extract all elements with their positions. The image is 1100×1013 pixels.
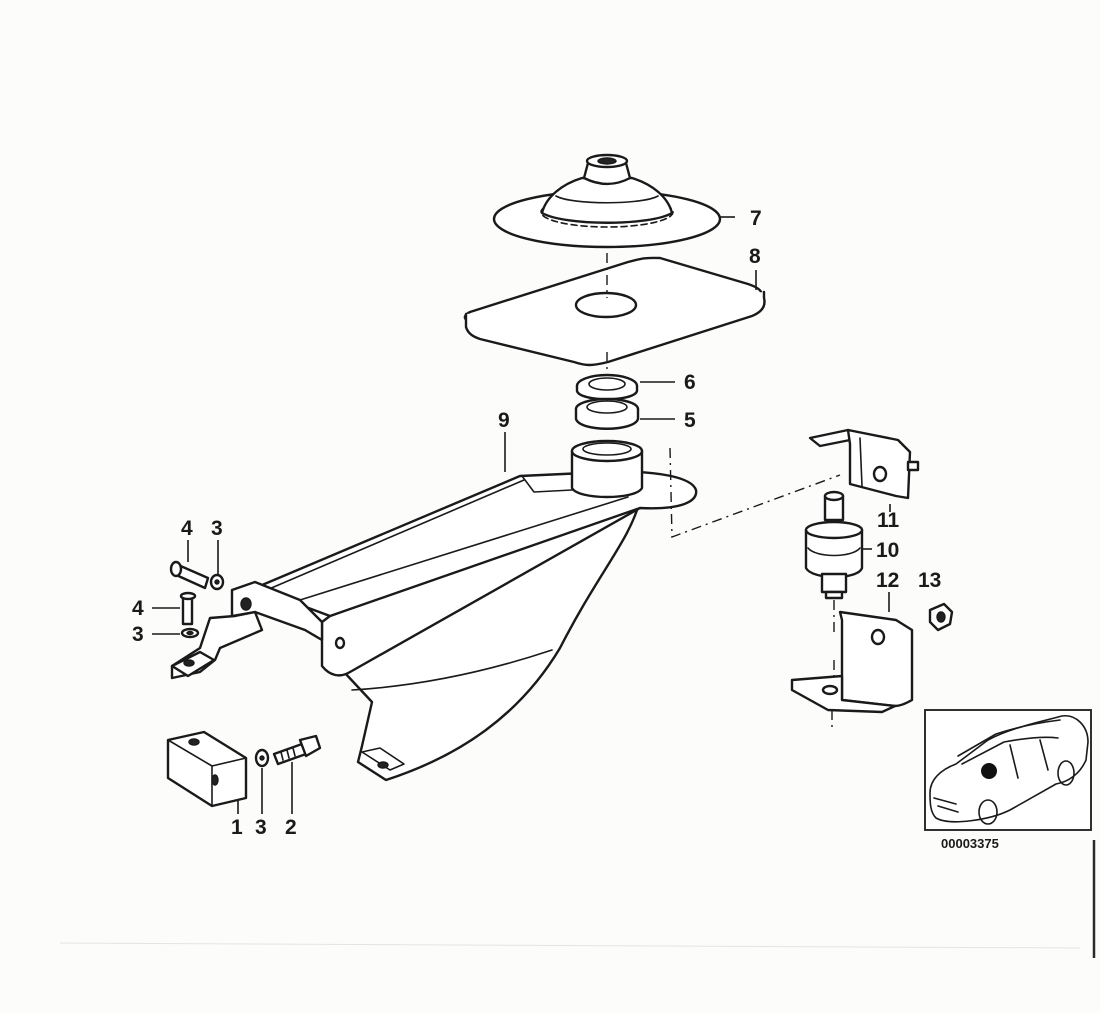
part-4-upper-bolt xyxy=(169,560,210,590)
part-3-bottom-washer xyxy=(254,748,270,768)
part-3-lower-washer xyxy=(180,627,200,639)
callout-7: 7 xyxy=(750,207,762,230)
callout-6: 6 xyxy=(684,371,696,394)
callout-3-lower: 3 xyxy=(132,623,144,646)
part-8-insulation-plate xyxy=(463,256,766,367)
assembly-line-mount xyxy=(669,447,841,538)
callout-leaders xyxy=(152,216,891,814)
callout-9: 9 xyxy=(498,409,510,432)
left-mounting-bracket xyxy=(170,610,264,680)
part-9-shift-console xyxy=(230,439,698,782)
diagram-reference-code: 00003375 xyxy=(941,836,999,851)
part-1-block xyxy=(166,730,248,808)
part-5-bushing xyxy=(574,397,640,430)
callout-4-upper: 4 xyxy=(181,517,193,540)
callout-2: 2 xyxy=(285,816,297,839)
part-11-bracket xyxy=(808,428,920,500)
callout-13: 13 xyxy=(918,569,941,592)
scan-line xyxy=(59,942,1081,949)
part-10-rubber-mount xyxy=(804,490,864,600)
callout-3-bottom: 3 xyxy=(255,816,267,839)
callout-10: 10 xyxy=(876,539,899,562)
callout-11: 11 xyxy=(877,509,900,532)
callout-4-lower: 4 xyxy=(132,597,144,620)
callout-12: 12 xyxy=(876,569,899,592)
callout-5: 5 xyxy=(684,409,696,432)
part-3-upper-washer xyxy=(209,573,225,591)
callout-1: 1 xyxy=(231,816,243,839)
vehicle-locator-inset: 00003375 xyxy=(924,709,1092,851)
assembly-line-lower xyxy=(831,600,835,730)
callout-labels: 7 8 6 5 9 11 10 12 13 4 3 4 3 1 3 2 xyxy=(132,207,941,839)
callout-3-upper: 3 xyxy=(211,517,223,540)
part-4-lower-bolt xyxy=(179,591,197,626)
callout-8: 8 xyxy=(749,245,761,268)
car-icon xyxy=(929,715,1089,825)
location-marker xyxy=(981,763,997,779)
part-7-gear-lever-boot xyxy=(492,153,722,249)
part-13-nut xyxy=(928,602,954,632)
part-6-ring xyxy=(575,373,639,401)
part-12-lower-bracket xyxy=(790,610,914,714)
part-2-bolt xyxy=(272,734,322,766)
